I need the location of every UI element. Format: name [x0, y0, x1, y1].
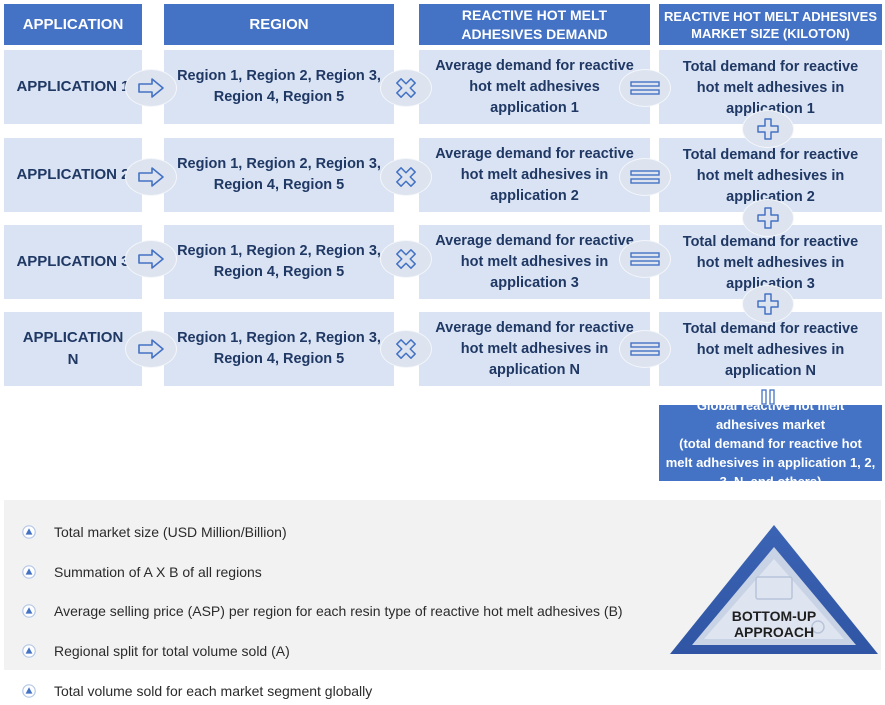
plus-icon	[742, 199, 794, 237]
legend-item: Total market size (USD Million/Billion)	[22, 524, 287, 540]
legend-text: Summation of A X B of all regions	[54, 564, 262, 580]
multiply-icon	[380, 158, 432, 196]
arrow-right-icon	[125, 240, 177, 278]
demand-cell: Average demand for reactive hot melt adh…	[419, 312, 650, 386]
total-demand-cell: Total demand for reactive hot melt adhes…	[659, 225, 882, 299]
equals-icon	[619, 330, 671, 368]
equals-icon	[619, 69, 671, 107]
legend-item: Summation of A X B of all regions	[22, 564, 262, 580]
bottom-up-pyramid	[670, 525, 878, 654]
total-demand-cell: Total demand for reactive hot melt adhes…	[659, 312, 882, 386]
triangle-bullet-icon	[22, 644, 36, 658]
equals-icon	[619, 240, 671, 278]
legend-text: Total market size (USD Million/Billion)	[54, 524, 287, 540]
application-cell: APPLICATION N	[4, 312, 142, 386]
application-cell: APPLICATION 2	[4, 138, 142, 212]
arrow-right-icon	[125, 330, 177, 368]
global-market-subtitle: (total demand for reactive hot melt adhe…	[665, 436, 876, 481]
arrow-right-icon	[125, 69, 177, 107]
header-market-size: REACTIVE HOT MELT ADHESIVES MARKET SIZE …	[659, 4, 882, 45]
header-demand: REACTIVE HOT MELT ADHESIVES DEMAND	[419, 4, 650, 45]
multiply-icon	[380, 69, 432, 107]
application-cell: APPLICATION 1	[4, 50, 142, 124]
demand-cell: Average demand for reactive hot melt adh…	[419, 50, 650, 124]
equals-down-icon	[761, 389, 775, 405]
multiply-icon	[380, 240, 432, 278]
legend-item: Average selling price (ASP) per region f…	[22, 603, 623, 619]
region-cell: Region 1, Region 2, Region 3, Region 4, …	[164, 138, 394, 212]
demand-cell: Average demand for reactive hot melt adh…	[419, 138, 650, 212]
legend-text: Average selling price (ASP) per region f…	[54, 603, 623, 619]
triangle-bullet-icon	[22, 604, 36, 618]
plus-icon	[742, 110, 794, 148]
triangle-bullet-icon	[22, 525, 36, 539]
equals-icon	[619, 158, 671, 196]
arrow-right-icon	[125, 158, 177, 196]
triangle-bullet-icon	[22, 565, 36, 579]
header-application: APPLICATION	[4, 4, 142, 45]
multiply-icon	[380, 330, 432, 368]
region-cell: Region 1, Region 2, Region 3, Region 4, …	[164, 225, 394, 299]
global-market-title: Global reactive hot melt adhesives marke…	[696, 405, 845, 432]
legend-text: Total volume sold for each market segmen…	[54, 683, 373, 699]
region-cell: Region 1, Region 2, Region 3, Region 4, …	[164, 50, 394, 124]
header-region: REGION	[164, 4, 394, 45]
demand-cell: Average demand for reactive hot melt adh…	[419, 225, 650, 299]
legend-text: Regional split for total volume sold (A)	[54, 643, 290, 659]
legend-item: Regional split for total volume sold (A)	[22, 643, 290, 659]
plus-icon	[742, 285, 794, 323]
legend-item: Total volume sold for each market segmen…	[22, 683, 372, 699]
triangle-bullet-icon	[22, 684, 36, 698]
bottom-up-approach-label: BOTTOM-UP APPROACH	[731, 608, 817, 640]
global-market-box: Global reactive hot melt adhesives marke…	[659, 405, 882, 481]
region-cell: Region 1, Region 2, Region 3, Region 4, …	[164, 312, 394, 386]
application-cell: APPLICATION 3	[4, 225, 142, 299]
